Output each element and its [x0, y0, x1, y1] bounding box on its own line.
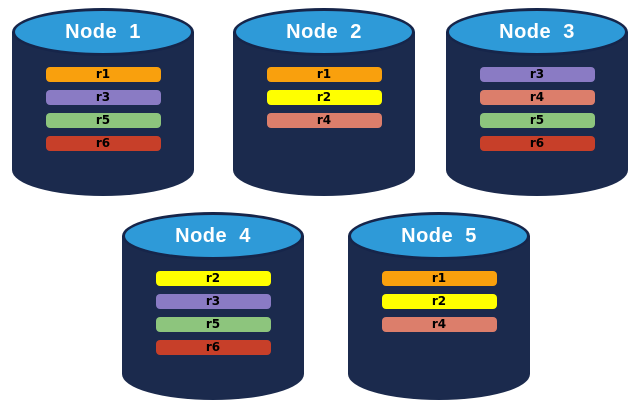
node-3-top-ellipse: Node 3: [446, 8, 628, 56]
replica-bar-r6: r6: [479, 136, 595, 151]
node-1-replica-list: r1 r3 r5 r6: [12, 67, 194, 151]
node-5-top-ellipse: Node 5: [348, 212, 530, 260]
node-5-cylinder: Node 5 r1 r2 r4: [348, 212, 530, 400]
node-1-title: Node 1: [65, 20, 141, 43]
node-1-top-ellipse: Node 1: [12, 8, 194, 56]
replica-bar-r5: r5: [155, 317, 271, 332]
node-2-title: Node 2: [286, 20, 362, 43]
replica-bar-r4: r4: [381, 317, 497, 332]
node-3-cylinder: Node 3 r3 r4 r5 r6: [446, 8, 628, 196]
replica-bar-r6: r6: [45, 136, 161, 151]
replica-bar-r1: r1: [381, 271, 497, 286]
replica-bar-r5: r5: [479, 113, 595, 128]
node-2-replica-list: r1 r2 r4: [233, 67, 415, 128]
node-5-replica-list: r1 r2 r4: [348, 271, 530, 332]
replica-bar-r1: r1: [266, 67, 382, 82]
node-5-title: Node 5: [401, 224, 477, 247]
node-4-top-ellipse: Node 4: [122, 212, 304, 260]
node-1-cylinder: Node 1 r1 r3 r5 r6: [12, 8, 194, 196]
replica-bar-r2: r2: [155, 271, 271, 286]
node-2-top-ellipse: Node 2: [233, 8, 415, 56]
node-4-replica-list: r2 r3 r5 r6: [122, 271, 304, 355]
replica-bar-r3: r3: [479, 67, 595, 82]
replica-bar-r6: r6: [155, 340, 271, 355]
replica-bar-r4: r4: [479, 90, 595, 105]
node-4-title: Node 4: [175, 224, 251, 247]
node-4-cylinder: Node 4 r2 r3 r5 r6: [122, 212, 304, 400]
replica-bar-r4: r4: [266, 113, 382, 128]
replica-bar-r2: r2: [381, 294, 497, 309]
replica-bar-r3: r3: [155, 294, 271, 309]
node-3-title: Node 3: [499, 20, 575, 43]
node-2-cylinder: Node 2 r1 r2 r4: [233, 8, 415, 196]
replica-bar-r5: r5: [45, 113, 161, 128]
replica-bar-r1: r1: [45, 67, 161, 82]
replica-bar-r2: r2: [266, 90, 382, 105]
replica-bar-r3: r3: [45, 90, 161, 105]
node-3-replica-list: r3 r4 r5 r6: [446, 67, 628, 151]
